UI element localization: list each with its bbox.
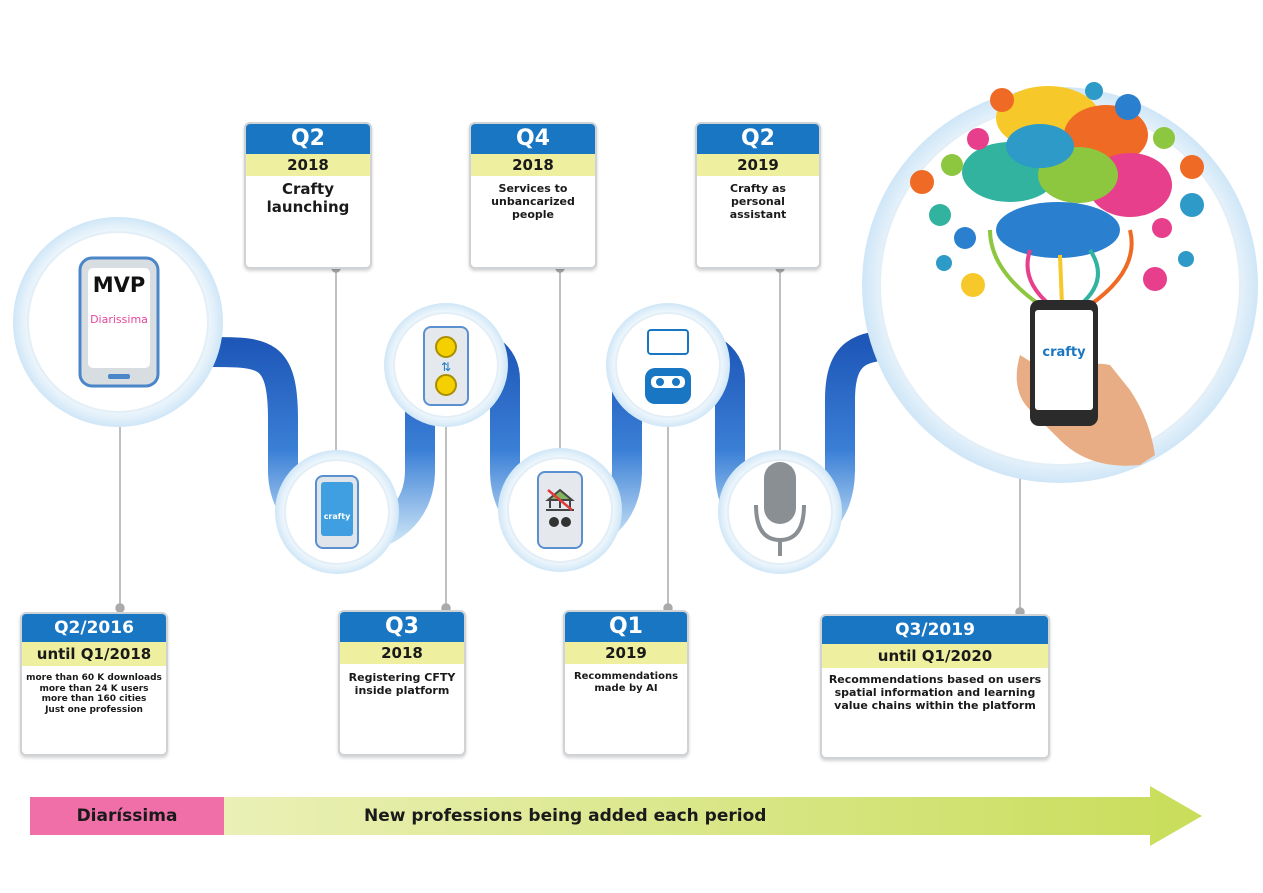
milestone-text: Recommendations made by AI [573,671,679,694]
crafty-small-logo: crafty [323,512,351,521]
milestone-quarter: Q2 [246,124,370,154]
milestone-text: Registering CFTY inside platform [348,671,456,697]
progress-arrow [224,786,1202,846]
coin-icon [435,374,457,396]
microphone-icon [764,462,796,524]
milestone-card-q4-2018: Q4 2018 Services to unbancarized people [469,122,597,269]
milestone-year: 2019 [565,642,687,664]
crafty-phone-node [275,450,399,574]
future-node [862,82,1258,483]
new-professions-label: New professions being added each period [364,806,767,826]
milestone-quarter: Q3/2019 [822,616,1048,644]
person-icon [561,517,571,527]
diarissima-period-label: Diaríssima [30,797,224,835]
milestone-year: 2018 [471,154,595,176]
milestone-text: Recommendations based on users spatial i… [828,673,1042,712]
person-icon [549,517,559,527]
milestone-card-q1-2019: Q1 2019 Recommendations made by AI [563,610,689,756]
milestone-quarter: Q2/2016 [22,614,166,642]
app-bubbles [910,82,1204,297]
milestone-quarter: Q1 [565,612,687,642]
coin-icon [435,336,457,358]
unbanked-node [498,448,622,572]
mvp-title: MVP [92,273,146,297]
milestone-year: until Q1/2018 [22,642,166,666]
milestone-card-q2-2019: Q2 2019 Crafty as personal assistant [695,122,821,269]
milestone-card-q3-2018: Q3 2018 Registering CFTY inside platform [338,610,466,756]
cloud-icon [962,86,1172,258]
milestone-text: Services to unbancarized people [491,182,575,221]
milestone-year: 2018 [340,642,464,664]
mvp-node [13,217,223,427]
exchange-arrows-icon: ⇅ [441,360,451,374]
milestone-text: Crafty as personal assistant [729,182,787,221]
milestone-card-q2-2016: Q2/2016 until Q1/2018 more than 60 K dow… [20,612,168,756]
milestone-year: until Q1/2020 [822,644,1048,668]
robot-node [606,303,730,427]
mvp-brand-logo: Diarissima [90,313,148,326]
milestone-year: 2019 [697,154,819,176]
crafty-large-logo: crafty [1042,345,1086,360]
cfty-exchange-node: ⇅ [384,303,508,427]
milestone-year: 2018 [246,154,370,176]
milestone-card-q2-2018: Q2 2018 Crafty launching [244,122,372,269]
milestone-quarter: Q4 [471,124,595,154]
milestone-quarter: Q3 [340,612,464,642]
cfty-phone-icon [423,326,469,406]
milestone-card-q3-2019: Q3/2019 until Q1/2020 Recommendations ba… [820,614,1050,759]
milestone-text: Crafty launching [266,180,350,216]
milestone-text: more than 60 K downloads more than 24 K … [26,673,162,715]
speech-bubble-icon [647,329,689,355]
microphone-node [718,450,842,574]
milestone-quarter: Q2 [697,124,819,154]
